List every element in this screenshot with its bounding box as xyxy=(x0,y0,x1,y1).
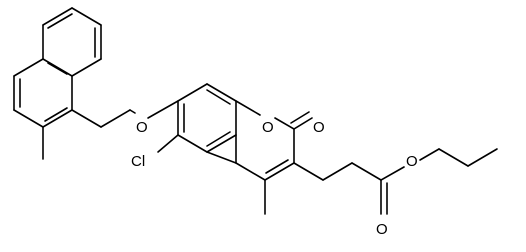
bond xyxy=(235,162,266,181)
ring-oxygen-label: O xyxy=(262,119,274,136)
bond xyxy=(177,83,208,102)
bond xyxy=(177,134,208,153)
bond xyxy=(71,58,102,77)
naphthalene-group xyxy=(13,7,131,160)
bond xyxy=(13,58,44,77)
carbonyl-oxygen-label: O xyxy=(313,119,325,136)
bond xyxy=(264,162,295,181)
bond-double-inner xyxy=(44,107,68,122)
bond-double-inner xyxy=(47,13,73,29)
bond xyxy=(100,109,131,128)
ester-carbonyl-oxygen-label: O xyxy=(376,221,388,238)
bond xyxy=(438,148,469,167)
bond-double-inner xyxy=(206,89,231,105)
bond-double-inner xyxy=(47,62,68,75)
bond xyxy=(157,134,179,153)
bond xyxy=(351,162,382,181)
ester-oxygen-label: O xyxy=(406,153,418,170)
bond xyxy=(42,58,73,77)
bond-double-inner xyxy=(265,159,289,174)
bond xyxy=(71,7,102,26)
bond xyxy=(322,162,353,181)
bond-double xyxy=(290,111,310,124)
bond xyxy=(380,166,405,181)
bond xyxy=(467,148,498,167)
pyranone-ring: O xyxy=(206,100,295,181)
bond xyxy=(419,148,440,161)
bond xyxy=(206,151,237,164)
bond xyxy=(147,100,179,119)
bond xyxy=(293,162,324,181)
bond xyxy=(235,100,261,116)
bond xyxy=(206,83,237,102)
chlorine-label: Cl xyxy=(131,153,145,170)
ether-oxygen-label: O xyxy=(136,119,148,136)
bond xyxy=(129,109,136,114)
coumarin-benzo-ring xyxy=(177,83,237,153)
bond xyxy=(274,117,295,130)
bond xyxy=(42,7,73,26)
bond-double-inner xyxy=(206,131,231,147)
bond xyxy=(206,134,237,153)
bond xyxy=(293,117,313,130)
bond xyxy=(71,109,102,128)
bond xyxy=(42,109,73,128)
bond xyxy=(13,109,44,128)
